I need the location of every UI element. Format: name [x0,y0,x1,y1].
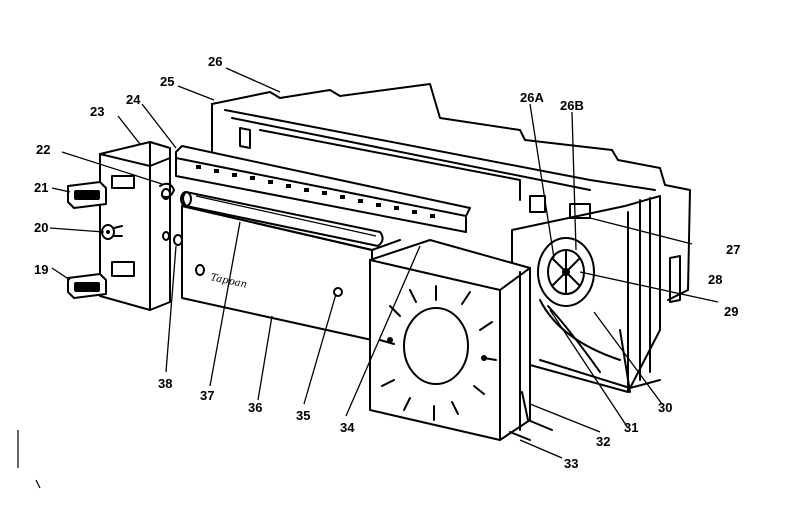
callout-30: 30 [658,400,672,415]
callout-24: 24 [126,92,141,107]
callout-19: 19 [34,262,48,277]
callout-37: 37 [200,388,214,403]
callout-33: 33 [564,456,578,471]
callout-31: 31 [624,420,638,435]
grommet-38 [173,234,183,246]
leader-lines [49,67,719,459]
callout-21: 21 [34,180,48,195]
fluorescent-tube-37 [180,191,384,247]
callout-25: 25 [160,74,174,89]
side-cabinet-27-28 [511,195,681,393]
callout-22: 22 [36,142,50,157]
clip-22 [159,182,175,199]
panel-knob-35 [333,287,343,297]
scan-edge-marks [17,430,41,489]
callout-26: 26 [208,54,222,69]
callout-20: 20 [34,220,48,235]
callout-34: 34 [340,420,355,435]
callout-28: 28 [708,272,722,287]
callout-26a: 26A [520,90,544,105]
callout-29: 29 [724,304,738,319]
callout-38: 38 [158,376,172,391]
bottom-rail-30 [539,329,661,393]
callout-36: 36 [248,400,262,415]
callout-27: 27 [726,242,740,257]
switch-19 [67,273,107,299]
callout-26b: 26B [560,98,584,113]
clock-mechanism-29 [537,237,621,373]
rear-housing-26 [211,83,691,301]
switch-21 [67,181,107,209]
control-box-23 [99,141,171,311]
callout-labels: 26 25 24 23 22 21 20 19 38 37 36 35 34 2… [34,54,740,471]
callout-35: 35 [296,408,310,423]
callout-23: 23 [90,104,104,119]
light-bracket-24 [175,145,471,233]
callout-32: 32 [596,434,610,449]
clock-face-box-34 [369,239,531,441]
bracket-32 [509,391,553,441]
clock-tick-marks [379,285,497,421]
